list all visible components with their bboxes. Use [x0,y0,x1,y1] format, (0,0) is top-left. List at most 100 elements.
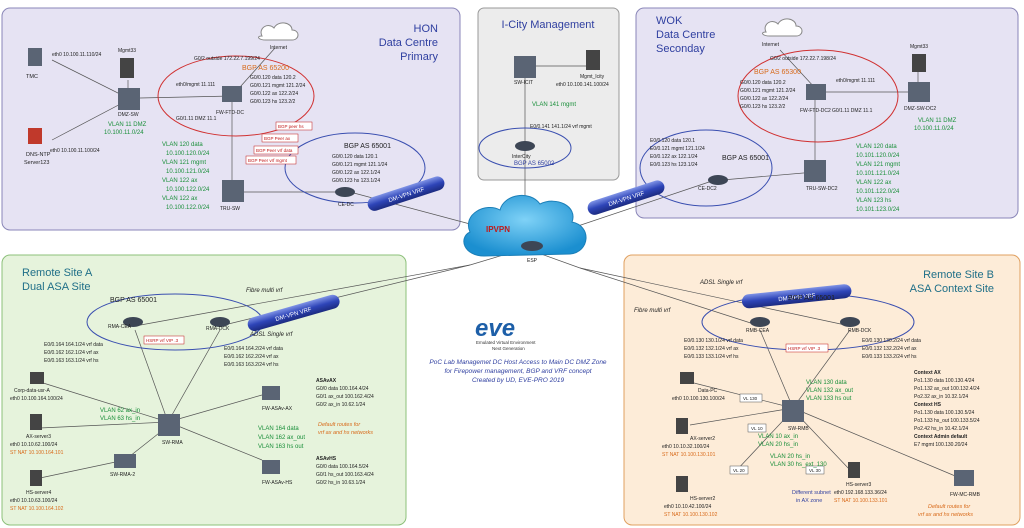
siteA-sw-rma-icon[interactable]: SW-RMA [158,414,183,446]
wok-ce-router-icon[interactable]: CE-DC2 [698,175,728,192]
hon-tru-switch-icon[interactable]: TRU-SW [220,180,244,212]
icity-switch-icon[interactable]: SW-ICIT [514,56,536,86]
siteA-sw-rma2-icon[interactable]: SW-RMA-2 [110,454,136,478]
icity-vlan: VLAN 141 mgmt [532,102,576,108]
svg-text:ST NAT 10.100.164.101: ST NAT 10.100.164.101 [10,450,64,456]
wok-vlan11-1: VLAN 11 DMZ [918,118,957,124]
siteB-vl130: VL 130 [739,393,763,403]
svg-text:ESP: ESP [527,258,538,264]
siteA-ax-server-icon[interactable]: AX-server3 eth0 10.10.62.100/24 ST NAT 1… [10,414,64,456]
siteB-left-ifaces: E0/0.130 130.1/24 vrf data E0/0.132 132.… [684,338,743,360]
svg-text:G0/1.11 DMZ 11.1: G0/1.11 DMZ 11.1 [832,108,873,114]
svg-text:G0/2 ax_in 10.62.1/24: G0/2 ax_in 10.62.1/24 [316,402,365,408]
svg-text:Po2.42 hs_in 10.42.1/24: Po2.42 hs_in 10.42.1/24 [914,426,968,432]
svg-text:vrf ax and hs networks: vrf ax and hs networks [918,512,973,518]
wok-firewall-icon[interactable]: FW-FTD-DC2 [800,84,831,114]
svg-text:Mgmt33: Mgmt33 [910,44,928,50]
siteB-sw-rmb-icon[interactable]: SW-RMB [782,400,809,432]
siteB-hs-server-icon[interactable]: HS-server2 eth0 10.10.42.100/24 ST NAT 1… [664,476,718,518]
siteA-rma-dck-router-icon[interactable]: RMA-DCK [206,317,230,332]
svg-text:E0/0.133 133.1/24 vrf hs: E0/0.133 133.1/24 vrf hs [684,354,739,360]
svg-text:TRU-SW: TRU-SW [220,206,240,212]
svg-text:eth0 10.10.62.100/24: eth0 10.10.62.100/24 [10,442,57,448]
hon-panel [1,7,461,231]
svg-text:VLAN 133 hs out: VLAN 133 hs out [806,396,852,402]
dns-ip: eth0 10.100.11.100/24 [50,148,100,154]
icity-ellipse [478,127,572,169]
siteB-vlan-in: VLAN 10 ax_in VLAN 20 hs_in [758,434,798,448]
siteB-rmb-dck-router-icon[interactable]: RMB-DCK [840,317,872,334]
svg-text:Internet: Internet [762,42,780,48]
wok-bgp-ellipse [737,49,899,143]
siteB-data-pc-icon[interactable]: Data-PC eth0 10.100.130.100/24 [672,372,725,402]
siteA-asa-ax-icon[interactable]: FW-ASAv-AX [262,386,293,412]
wok-ce-text: BGP AS 65001 E0/0.120 data 120.1 E0/0.12… [650,138,769,168]
tmc-server-icon[interactable]: TMC [26,48,42,80]
svg-text:G0/0 data 100.164.5/24: G0/0 data 100.164.5/24 [316,464,369,470]
svg-text:PoC Lab Managemet DC Host Acce: PoC Lab Managemet DC Host Access to Main… [429,359,607,366]
svg-text:BGP AS 65001: BGP AS 65001 [344,143,391,150]
svg-text:E7 mgmt 100.130.20/24: E7 mgmt 100.130.20/24 [914,442,968,448]
svg-text:VL 130: VL 130 [743,396,758,401]
svg-text:VLAN 122 ax: VLAN 122 ax [162,196,197,202]
svg-text:Next Generation: Next Generation [492,346,525,351]
siteB-default-routes: Default routes for vrf ax and hs network… [918,504,973,518]
wok-dmz-switch-icon[interactable]: DMZ-SW-DC2 [904,82,936,112]
wok-title-2: Data Centre [656,29,715,41]
svg-text:Corp-data-usr-A: Corp-data-usr-A [14,388,51,394]
siteB-rmb-cea-router-icon[interactable]: RMB-CEA [746,317,770,334]
svg-text:CE-DC: CE-DC [338,202,354,208]
svg-text:E0/0.121 mgmt 121.1/24: E0/0.121 mgmt 121.1/24 [650,146,705,152]
svg-text:DMZ-SW: DMZ-SW [118,112,139,118]
wok-mgmt33-icon[interactable]: Mgmt33 [910,44,928,72]
svg-text:AX-server3: AX-server3 [26,434,51,440]
hon-ce-ellipse [284,132,426,204]
icity-router-icon[interactable]: InterCity BGP AS 65002 [512,141,555,167]
svg-text:eth0 10.10.63.100/24: eth0 10.10.63.100/24 [10,498,57,504]
siteB-fw-icon[interactable]: FW-MC-RMB [950,470,981,498]
svg-text:10.100.122.0/24: 10.100.122.0/24 [166,187,210,193]
siteA-corp-pc-icon[interactable]: Corp-data-usr-A eth0 10.100.164.100/24 [10,372,63,402]
svg-text:HSRP vrf VIP .3: HSRP vrf VIP .3 [788,346,821,351]
hon-title-3: Primary [400,51,438,63]
siteA-asa-hs-icon[interactable]: FW-ASAv-HS [262,460,293,486]
svg-text:Context Admin default: Context Admin default [914,434,967,440]
hon-title-2: Data Centre [379,37,438,49]
siteA-rma-cea-router-icon[interactable]: RMA-CEA [108,317,143,330]
svg-text:DMZ-SW-DC2: DMZ-SW-DC2 [904,106,936,112]
wok-internet-cloud-icon: Internet [762,18,803,48]
siteA-adsl: ADSL Single vrf [249,332,294,338]
hon-mgmt33-icon[interactable]: Mgmt33 [118,48,136,78]
svg-text:VL 20: VL 20 [733,468,745,473]
hon-firewall-icon[interactable]: FW-FTD-DC [216,86,244,116]
svg-text:ASAvAX: ASAvAX [316,378,337,384]
svg-text:VL 30: VL 30 [809,468,821,473]
svg-text:G0/1 ax_out 100.162.4/24: G0/1 ax_out 100.162.4/24 [316,394,374,400]
hon-ce-router-icon[interactable]: CE-DC [335,187,355,208]
icity-mgmt-server-icon[interactable]: Mgmt_Icity eth0 10.100.141.100/24 [556,50,609,88]
wok-tru-switch-icon[interactable]: TRU-SW-DC2 [804,160,838,192]
svg-text:G0/0.123 hs 123.2/2: G0/0.123 hs 123.2/2 [740,104,786,110]
svg-text:FW-FTD-DC2: FW-FTD-DC2 [800,108,831,114]
hon-vlans: VLAN 120 data 10.100.120.0/24 VLAN 121 m… [162,142,210,211]
svg-text:Emulated Virtual Environment: Emulated Virtual Environment [476,340,536,345]
hon-ce-text: BGP AS 65001 G0/0.120 data 120.1 G0/0.12… [332,143,391,184]
svg-text:Different subnet: Different subnet [792,490,831,496]
svg-text:VLAN 120 data: VLAN 120 data [162,142,203,148]
dns-server-icon[interactable]: DNS-NTP Server123 [24,128,51,166]
svg-text:10.100.121.0/24: 10.100.121.0/24 [166,169,210,175]
esp-router[interactable]: ESP [521,241,543,264]
svg-text:SW-RMA: SW-RMA [162,440,183,446]
siteB-ax-server-icon[interactable]: AX-server2 eth0 10.10.32.100/24 ST NAT 1… [662,418,716,458]
svg-text:G0/0.122 ax 122.2/24: G0/0.122 ax 122.2/24 [740,96,788,102]
svg-text:G0/2 outside 172.22.7.199/24: G0/2 outside 172.22.7.199/24 [194,56,260,62]
svg-text:TMC: TMC [26,74,38,80]
siteB-hs3-server-icon[interactable]: HS-server3 eth0 192.168.133.36/24 ST NAT… [834,462,888,504]
svg-text:VLAN 162 ax_out: VLAN 162 ax_out [258,435,305,441]
svg-text:G0/0.122 ax 122.1/24: G0/0.122 ax 122.1/24 [332,170,380,176]
hon-vlan11-1: VLAN 11 DMZ [108,122,147,128]
wok-vlan11-2: 10.100.11.0/24 [914,126,954,132]
hon-dmz-switch-icon[interactable]: DMZ-SW [118,88,140,118]
siteA-hs-server-icon[interactable]: HS-server4 eth0 10.10.63.100/24 ST NAT 1… [10,470,64,512]
